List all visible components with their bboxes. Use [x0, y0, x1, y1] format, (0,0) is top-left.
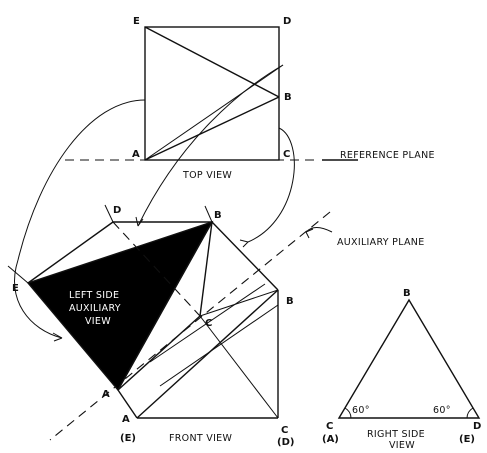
front-point-a-sub: (E) [120, 433, 136, 444]
aux-label-line3: VIEW [85, 316, 111, 327]
top-point-b: B [284, 92, 292, 103]
aux-edge-e-d [27, 221, 114, 284]
side-angle-right: 60° [433, 405, 451, 416]
front-view-parallel-2 [159, 304, 279, 387]
auxiliary-plane-label: AUXILIARY PLANE [337, 237, 425, 248]
right-side-triangle [337, 298, 481, 419]
top-view-edge-a-b [144, 96, 280, 161]
transfer-arc-b-arrow [239, 239, 249, 248]
projector-b-front [211, 221, 279, 291]
front-view-parallel-1 [149, 283, 266, 363]
angle-arc-right [466, 407, 474, 419]
auxiliary-view-group [7, 204, 279, 392]
side-point-d: D [473, 421, 481, 432]
front-view-left-join [117, 389, 138, 419]
top-view-group [144, 26, 284, 161]
transfer-arc-e [17, 99, 146, 261]
front-point-a: A [122, 414, 130, 425]
top-point-c: C [283, 149, 290, 160]
right-side-label-line2: VIEW [389, 440, 415, 451]
auxiliary-plane-line [49, 211, 331, 441]
side-point-b: B [403, 288, 411, 299]
transfer-arc-b [247, 127, 295, 243]
aux-edge-c-a [117, 315, 201, 391]
aux-point-d: D [113, 205, 121, 216]
side-point-c-sub: (A) [322, 434, 339, 445]
aux-label-backing [66, 288, 128, 328]
front-view-label: FRONT VIEW [169, 433, 232, 444]
auxiliary-plane-leader [305, 227, 333, 233]
reference-plane-label: REFERENCE PLANE [340, 150, 435, 161]
aux-projector-b [204, 205, 213, 223]
auxiliary-plane-leader-arrow [305, 228, 314, 239]
side-point-d-sub: (E) [459, 434, 475, 445]
front-point-b: B [286, 296, 294, 307]
top-view-projector [144, 64, 284, 161]
front-point-c: C [281, 425, 288, 436]
right-side-label-line1: RIGHT SIDE [367, 429, 425, 440]
aux-label-line2: AUXILIARY [69, 303, 121, 314]
aux-point-b: B [214, 210, 222, 221]
top-point-d: D [283, 16, 291, 27]
top-view-label: TOP VIEW [182, 170, 232, 181]
angle-arc-left [344, 407, 352, 419]
top-point-a: A [132, 149, 140, 160]
transfer-arc-top [137, 64, 284, 227]
aux-edge-b-c [199, 221, 213, 317]
side-point-c: C [326, 421, 333, 432]
front-view-group [117, 283, 279, 419]
transfer-arc-left-arrow [52, 332, 63, 342]
side-angle-left: 60° [352, 405, 370, 416]
aux-projector-d [104, 204, 114, 223]
right-side-view-group [337, 298, 481, 419]
aux-point-a: A [102, 389, 110, 400]
top-point-e: E [133, 16, 140, 27]
top-view-square [144, 26, 280, 161]
aux-label-line1: LEFT SIDE [69, 290, 119, 301]
projector-c [199, 289, 279, 317]
aux-edge-a-b [117, 221, 213, 391]
aux-point-e: E [12, 283, 19, 294]
aux-hidden-edge-d-c [112, 221, 201, 317]
top-view-edge-e-b [144, 26, 280, 98]
front-view-edge-c [199, 315, 279, 419]
aux-projector-e [7, 265, 29, 284]
aux-point-c: C [205, 318, 212, 329]
front-point-c-sub: (D) [277, 437, 294, 448]
